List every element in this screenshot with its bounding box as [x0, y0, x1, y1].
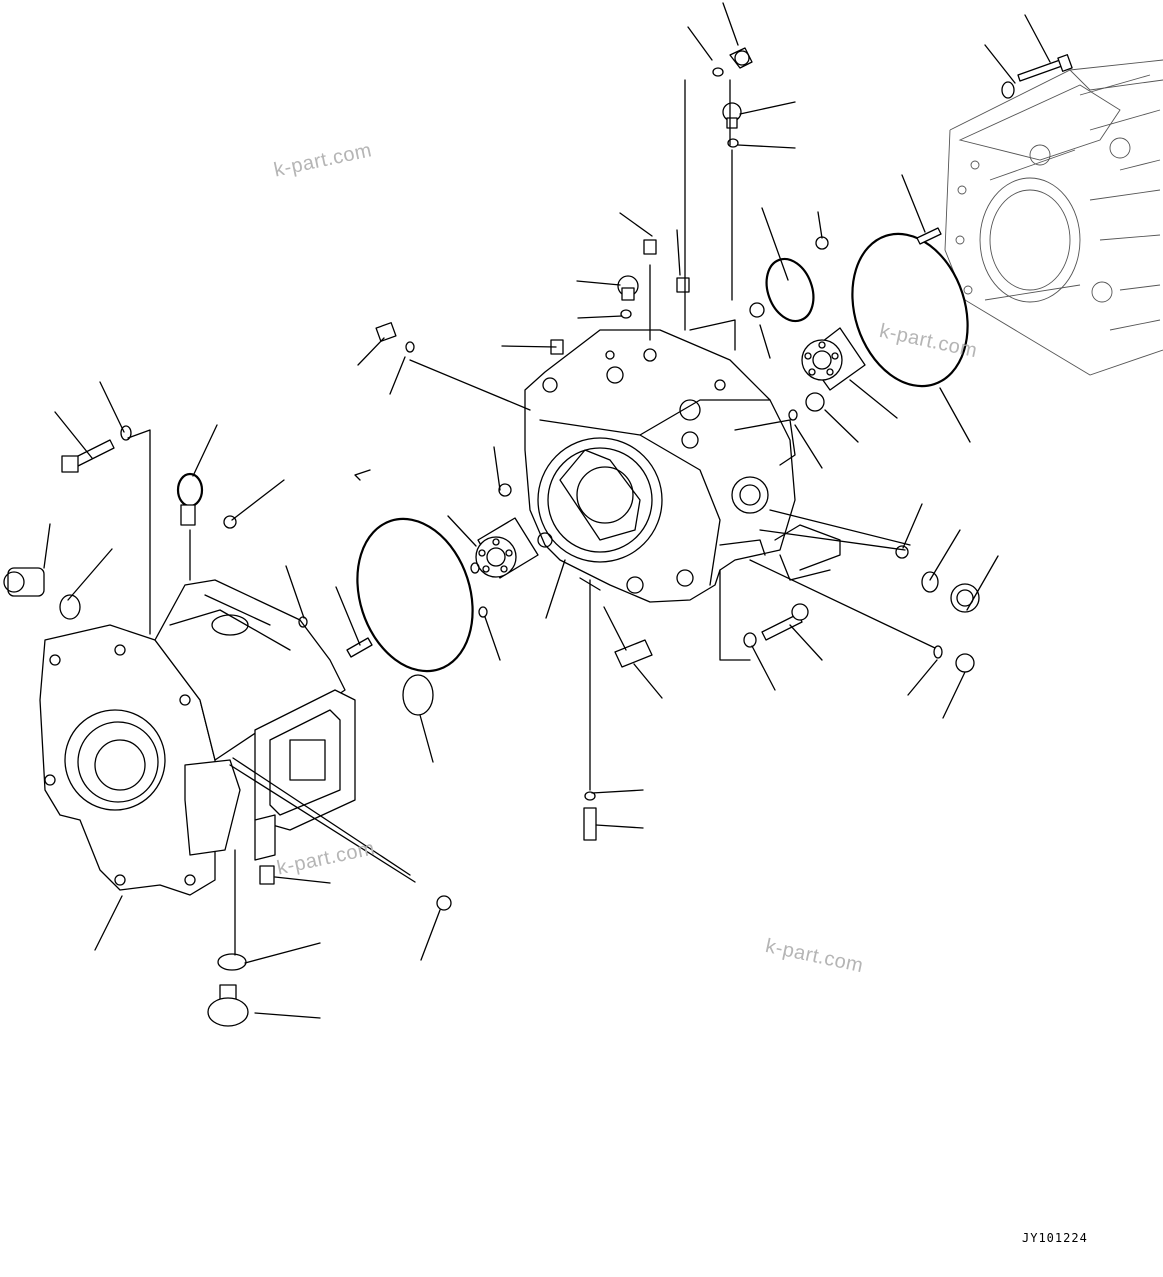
plug-right-1 — [749, 302, 765, 318]
o-ring-right-small — [933, 645, 943, 659]
large-o-ring-left — [356, 517, 474, 673]
drawing-code: JY101224 — [1022, 1231, 1088, 1245]
front-pump-housing — [39, 579, 356, 896]
eyebolt-left-center — [375, 322, 415, 353]
plug-center-1 — [643, 239, 657, 255]
bearing-right — [801, 327, 866, 391]
nut-center-left — [498, 483, 512, 497]
bolt-top-right — [1017, 54, 1073, 82]
plug-top-2 — [722, 102, 742, 129]
plug-top-1 — [729, 47, 753, 69]
o-ring-bottom — [217, 953, 247, 971]
dowel-pin-left — [346, 637, 373, 658]
plug-right-2 — [805, 392, 825, 412]
o-ring-center-left-1 — [470, 562, 480, 574]
center-pump-housing — [524, 329, 796, 603]
o-ring-center-1 — [620, 309, 632, 319]
bolt-center-lower — [761, 603, 809, 641]
nut-right-1 — [815, 236, 829, 250]
washer-center-lower — [743, 632, 757, 648]
dowel-pin-right — [916, 227, 942, 245]
o-ring-center-bottom — [584, 791, 596, 801]
large-o-ring-right — [851, 232, 969, 388]
small-seal-ring — [765, 257, 815, 323]
plug-center-3 — [617, 275, 639, 301]
leader-lines — [43, 2, 1051, 1019]
o-ring-top-2 — [727, 138, 739, 148]
washer-top-right — [1001, 81, 1015, 99]
rear-housing-ghost — [944, 59, 1163, 376]
o-ring-top-1 — [712, 67, 724, 77]
o-ring-center-left-2 — [478, 606, 488, 618]
plug-right-lower — [955, 653, 975, 673]
drain-plug-right — [950, 583, 980, 613]
plug-left-large — [3, 567, 45, 597]
alignment-lines — [127, 79, 936, 956]
plug-left-lower — [259, 865, 275, 885]
check-valve — [614, 639, 653, 668]
o-ring-right-lower — [921, 571, 939, 593]
orifice-plate — [402, 674, 434, 716]
o-ring-right-1 — [788, 409, 798, 421]
bolt-left-top — [61, 439, 115, 473]
nut-right-lower — [895, 545, 909, 559]
plug-center-2 — [676, 277, 690, 293]
plug-left-lower-2 — [436, 895, 452, 911]
o-ring-left-large — [59, 594, 81, 620]
screw-center-bottom — [583, 807, 597, 841]
drain-plug-bottom — [207, 984, 249, 1027]
bearing-left — [475, 517, 539, 579]
eye-bolt-left — [176, 472, 204, 526]
